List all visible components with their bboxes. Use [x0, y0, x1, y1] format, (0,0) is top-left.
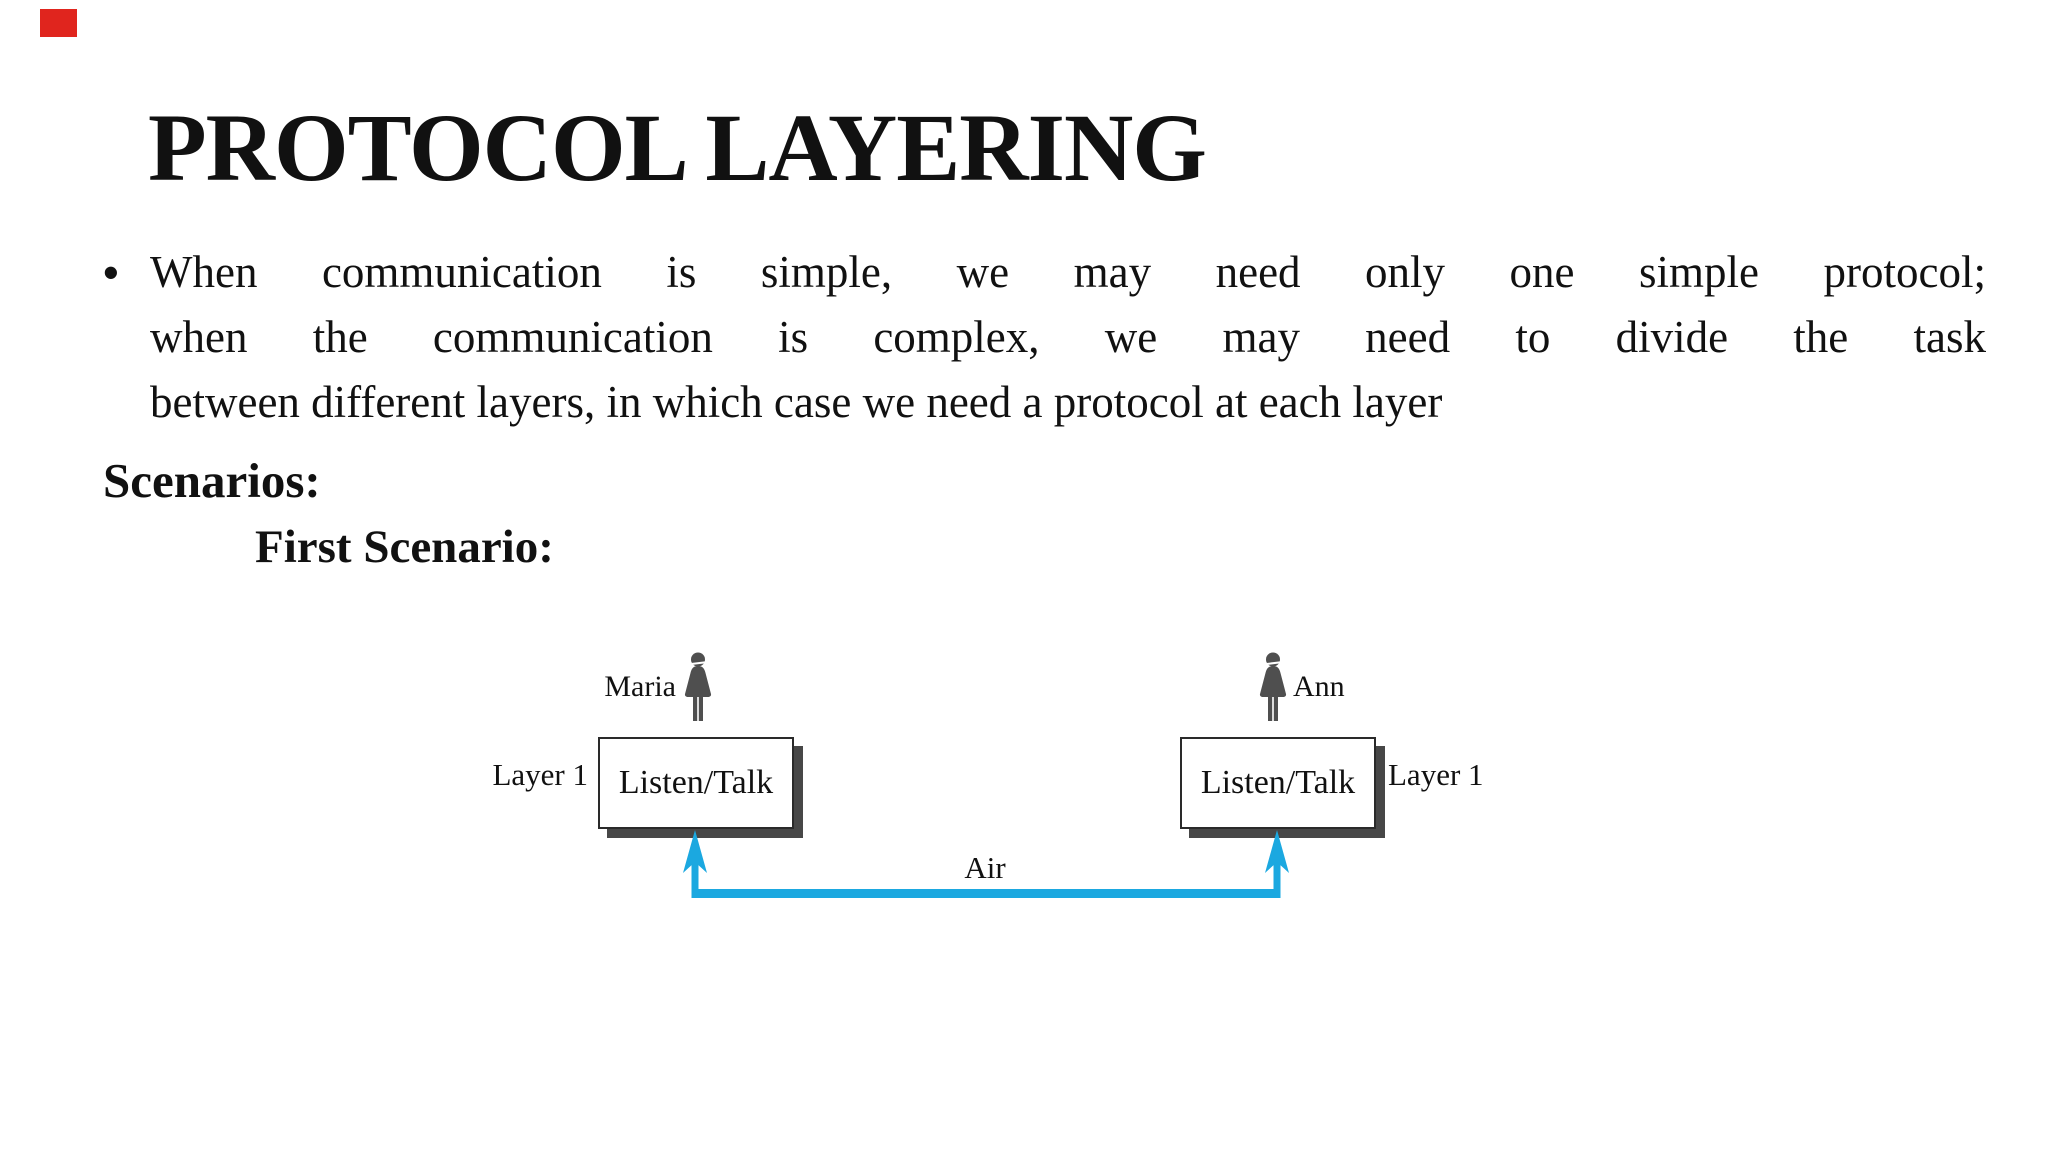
link-bar	[691, 889, 1281, 898]
listen-talk-label: Listen/Talk	[1200, 764, 1356, 801]
scenarios-heading: Scenarios:	[103, 453, 321, 508]
listen-talk-box-left: Listen/Talk	[598, 737, 794, 829]
ann-label: Ann	[1293, 670, 1345, 703]
woman-icon	[684, 652, 712, 721]
air-link-connector	[683, 830, 1289, 898]
layer1-label-left: Layer 1	[492, 757, 588, 792]
layer1-label-right: Layer 1	[1388, 757, 1484, 792]
red-corner-marker	[40, 9, 77, 37]
bullet-dot: •	[103, 247, 119, 298]
arrow-up-icon	[1265, 830, 1289, 873]
bullet-line: When communication is simple, we may nee…	[150, 247, 1986, 297]
air-label: Air	[964, 850, 1006, 885]
arrow-up-icon	[683, 830, 707, 873]
bullet-line: when the communication is complex, we ma…	[150, 312, 1986, 362]
slide-title: PROTOCOL LAYERING	[148, 94, 1207, 201]
left-arrow-shaft	[691, 860, 699, 892]
right-arrow-shaft	[1273, 860, 1281, 892]
woman-icon	[1259, 652, 1287, 721]
first-scenario-heading: First Scenario:	[255, 521, 554, 573]
maria-label: Maria	[604, 670, 676, 703]
bullet-paragraph: When communication is simple, we may nee…	[150, 240, 1986, 435]
listen-talk-box-right: Listen/Talk	[1180, 737, 1376, 829]
listen-talk-label: Listen/Talk	[618, 764, 774, 801]
bullet-line: between different layers, in which case …	[150, 377, 1443, 427]
